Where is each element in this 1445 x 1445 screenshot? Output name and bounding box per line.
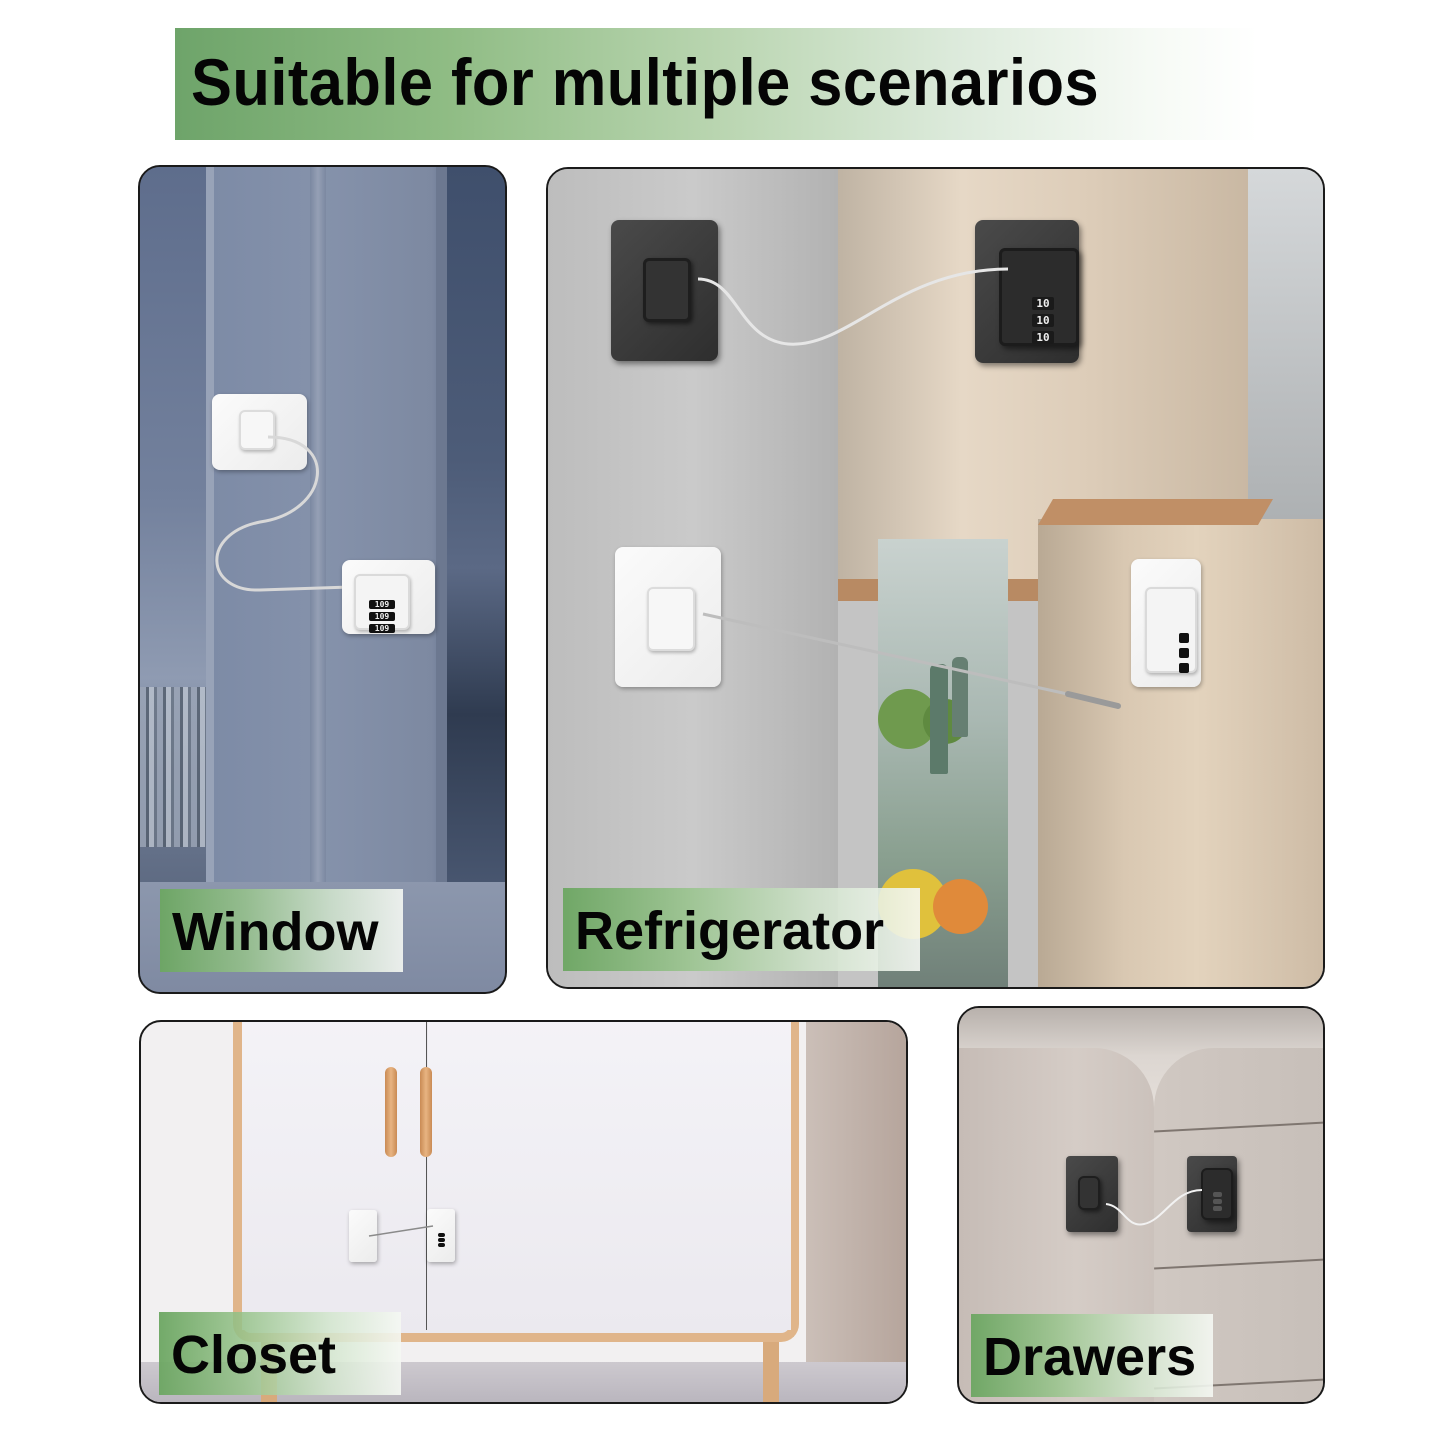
cabinet-frame xyxy=(233,1022,799,1342)
combination-dial[interactable]: 10 xyxy=(1032,314,1054,327)
steel-cable xyxy=(698,267,1009,346)
dial-stack xyxy=(1213,1192,1222,1211)
fridge-interior xyxy=(878,539,1008,987)
scenario-panel-refrigerator: 10 10 10 Refrigerator xyxy=(546,167,1325,989)
combination-lock: 10 10 10 xyxy=(999,248,1079,346)
combination-lock xyxy=(1201,1168,1233,1220)
cable-anchor-knob xyxy=(643,258,691,322)
scenario-label: Drawers xyxy=(971,1314,1213,1397)
cable-anchor-knob xyxy=(1078,1176,1100,1210)
lock-plate-white xyxy=(1131,559,1201,687)
steel-cable xyxy=(368,1225,434,1237)
combination-dial[interactable] xyxy=(438,1238,445,1242)
cable-anchor-knob xyxy=(647,587,695,651)
combination-dial[interactable] xyxy=(1213,1206,1222,1211)
bottle xyxy=(952,657,968,737)
anchor-plate-black xyxy=(611,220,718,361)
scenario-panel-drawers: Drawers xyxy=(957,1006,1325,1404)
cabinet-door-left xyxy=(242,1022,427,1330)
dial-stack xyxy=(1179,633,1189,673)
scenario-label: Window xyxy=(160,889,403,972)
combination-dial[interactable]: 109 xyxy=(369,624,395,633)
title-banner: Suitable for multiple scenarios xyxy=(175,28,1258,140)
page-title: Suitable for multiple scenarios xyxy=(191,45,1100,119)
combination-dial[interactable]: 10 xyxy=(1032,297,1054,310)
lock-plate-black: 10 10 10 xyxy=(975,220,1079,363)
combination-dial[interactable] xyxy=(1179,633,1189,643)
lock-plate-black xyxy=(1187,1156,1237,1232)
steel-cable xyxy=(702,612,1121,709)
steel-cable xyxy=(215,435,351,592)
dial-stack: 109 109 109 xyxy=(369,600,395,633)
scenario-label-text: Drawers xyxy=(983,1327,1197,1387)
anchor-plate xyxy=(212,394,307,470)
combination-lock: 109 109 109 xyxy=(354,574,410,633)
cabinet-leg xyxy=(763,1332,779,1402)
anchor-plate-black xyxy=(1066,1156,1118,1232)
combination-dial[interactable] xyxy=(1179,663,1189,673)
lock-plate xyxy=(427,1209,455,1262)
combination-dial[interactable]: 109 xyxy=(369,600,395,609)
closet-side-wall xyxy=(806,1022,906,1402)
door-handle[interactable] xyxy=(385,1067,397,1157)
anchor-plate-white xyxy=(615,547,721,687)
window-frame-bar xyxy=(206,167,214,992)
window-glass-right xyxy=(447,167,505,897)
dial-stack xyxy=(438,1233,445,1247)
cabinet-door-right xyxy=(428,1022,791,1330)
scenario-label: Refrigerator xyxy=(563,888,920,971)
bottle xyxy=(930,664,948,774)
window-glass-left xyxy=(140,167,206,992)
steel-cable xyxy=(1105,1189,1203,1226)
scenario-label: Closet xyxy=(159,1312,401,1395)
combination-dial[interactable] xyxy=(1213,1192,1222,1197)
scenario-label-text: Window xyxy=(172,902,379,962)
window-frame-bar xyxy=(310,167,326,992)
combination-dial[interactable]: 10 xyxy=(1032,331,1054,344)
combination-dial[interactable] xyxy=(1179,648,1189,658)
fridge-door-top-edge xyxy=(1038,499,1274,525)
scenario-label-text: Refrigerator xyxy=(575,901,885,961)
combination-dial[interactable]: 109 xyxy=(369,612,395,621)
combination-dial[interactable] xyxy=(438,1233,445,1237)
combination-dial[interactable] xyxy=(438,1243,445,1247)
combination-dial[interactable] xyxy=(1213,1199,1222,1204)
city-skyline-image xyxy=(140,687,206,847)
dial-stack: 10 10 10 xyxy=(1032,297,1054,344)
cable-anchor-knob xyxy=(239,410,275,450)
combination-lock xyxy=(1145,587,1197,673)
scenario-label-text: Closet xyxy=(171,1325,337,1385)
fruit xyxy=(933,879,988,934)
window-frame-bar xyxy=(436,167,450,992)
scenario-panel-closet: Closet xyxy=(139,1020,908,1404)
scenario-panel-window: 109 109 109 Window xyxy=(138,165,507,994)
lock-plate: 109 109 109 xyxy=(342,560,435,634)
door-handle[interactable] xyxy=(420,1067,432,1157)
